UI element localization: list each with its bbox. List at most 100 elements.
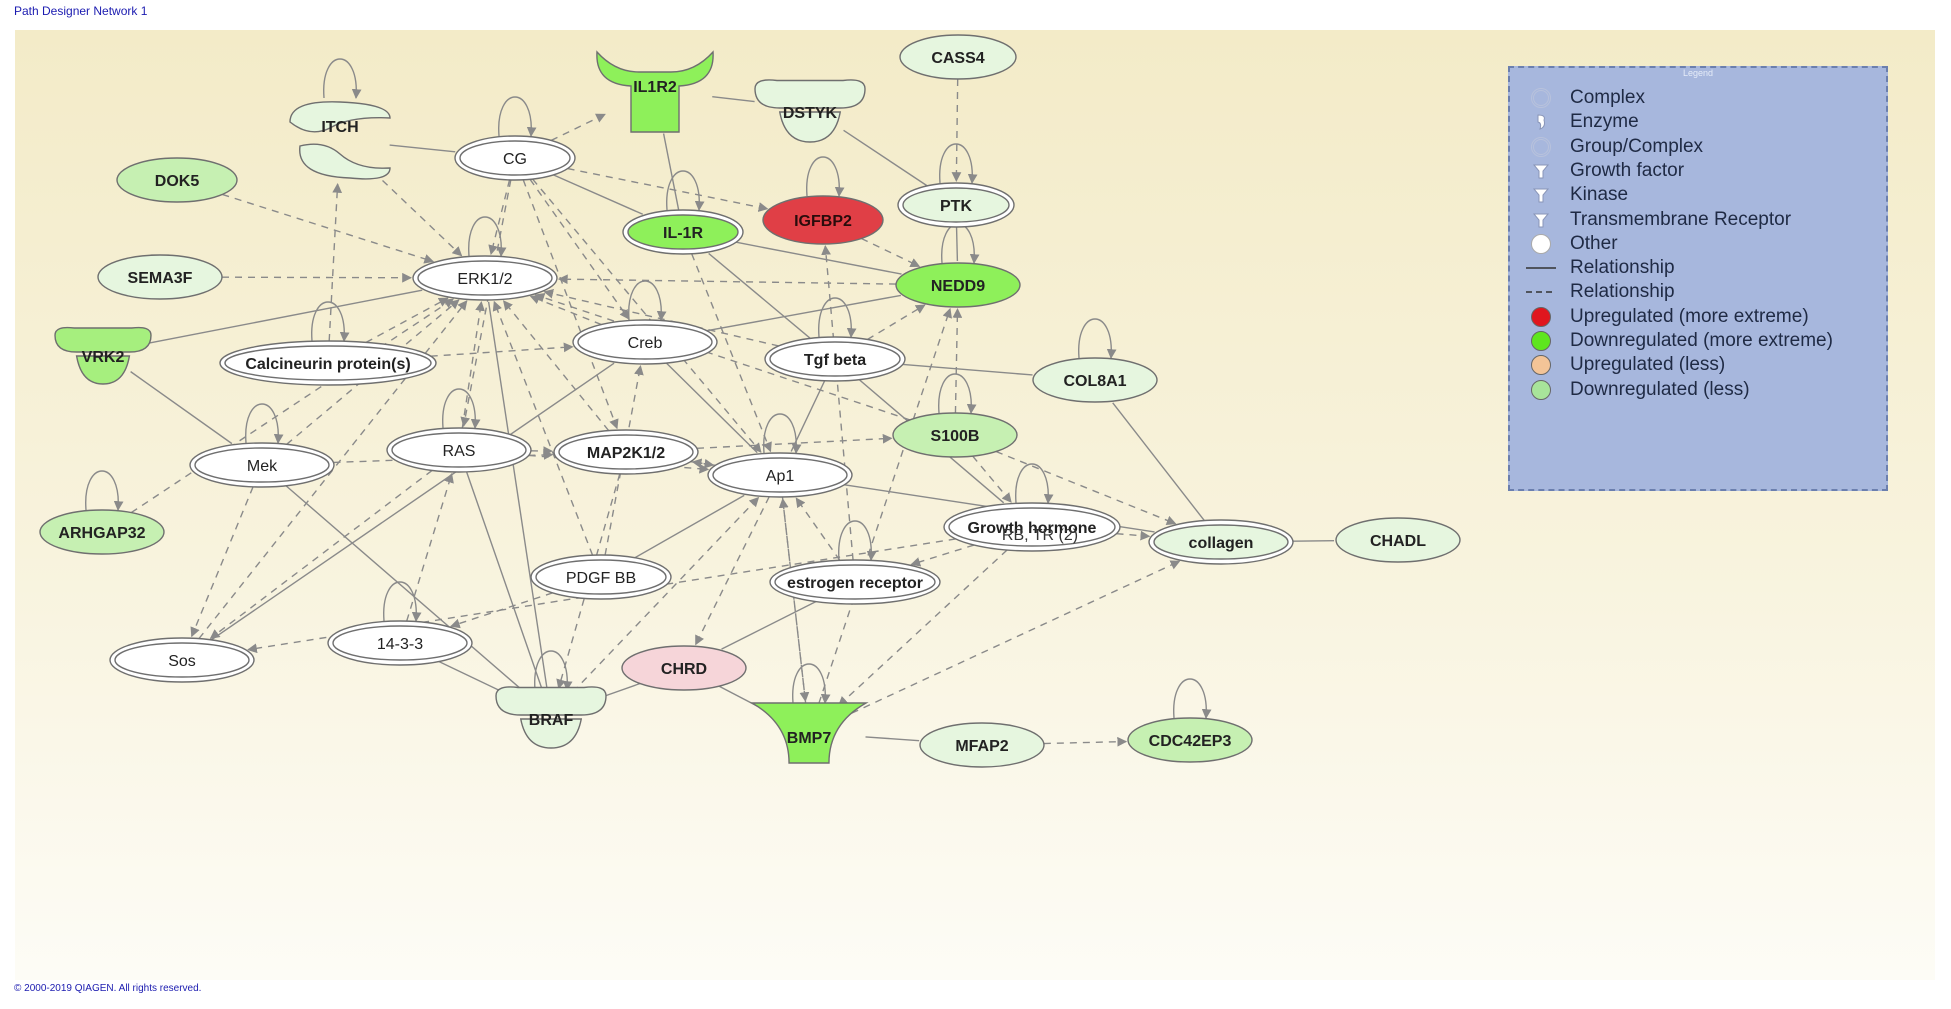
node-ap1[interactable]: Ap1 xyxy=(707,452,853,498)
edge-estrogen-igfbp2 xyxy=(821,245,854,561)
growth-factor-icon xyxy=(1524,159,1558,183)
legend-item-label: Relationship xyxy=(1570,281,1675,303)
legend-item: Relationship xyxy=(1524,254,1884,282)
node-label-collagen: collagen xyxy=(1189,535,1254,552)
legend-item: Group/Complex xyxy=(1524,133,1884,161)
node-creb[interactable]: Creb xyxy=(572,319,718,365)
legend-item-label: Group/Complex xyxy=(1570,135,1704,157)
edge-braf-ap1 xyxy=(572,496,760,693)
node-chadl[interactable]: CHADL xyxy=(1335,517,1461,563)
edge-calcineurin-itch xyxy=(328,182,343,342)
edge-ap1-map2k12 xyxy=(691,458,716,469)
node-label-cass4: CASS4 xyxy=(931,50,984,67)
edge-self-creb xyxy=(628,280,667,321)
edge-creb-ap1 xyxy=(665,362,758,454)
node-estrogen[interactable]: estrogen receptor xyxy=(769,559,941,605)
node-nedd9[interactable]: NEDD9 xyxy=(895,262,1021,308)
edge-bmp7-collagen xyxy=(851,560,1181,714)
node-label-il1r: IL-1R xyxy=(663,225,703,242)
complex-icon xyxy=(1524,86,1558,110)
node-col8a1[interactable]: COL8A1 xyxy=(1032,357,1158,403)
node-sema3f[interactable]: SEMA3F xyxy=(97,254,223,300)
legend-item-label: Relationship xyxy=(1570,257,1675,279)
node-label-map2k12: MAP2K1/2 xyxy=(587,445,665,462)
node-mek[interactable]: Mek xyxy=(189,442,335,488)
legend-item: Growth factor xyxy=(1524,157,1884,185)
node-bmp7[interactable]: BMP7 xyxy=(749,702,869,764)
edge-cg-ras xyxy=(460,179,512,428)
node-pdgfbb[interactable]: PDGF BB xyxy=(530,554,672,600)
edge-self-calcineurin xyxy=(311,301,350,342)
node-il1r2[interactable]: IL1R2 xyxy=(596,50,714,133)
node-s100b[interactable]: S100B xyxy=(892,412,1018,458)
node-label-chadl: CHADL xyxy=(1370,533,1426,550)
edge-self-ap1 xyxy=(763,413,802,454)
edge-mfap2-cdc42ep3 xyxy=(1043,736,1128,747)
node-dok5[interactable]: DOK5 xyxy=(116,157,238,203)
node-itch[interactable]: ITCH xyxy=(289,101,391,180)
node-label-cg: CG xyxy=(503,151,527,168)
node-label-igfbp2: IGFBP2 xyxy=(794,213,852,230)
node-cass4[interactable]: CASS4 xyxy=(899,34,1017,80)
legend-item: Downregulated (more extreme) xyxy=(1524,327,1884,355)
node-cdc42ep3[interactable]: CDC42EP3 xyxy=(1127,717,1253,763)
legend-item: Other xyxy=(1524,230,1884,258)
node-erk12[interactable]: ERK1/2 xyxy=(412,255,558,301)
group-complex-icon xyxy=(1524,135,1558,159)
node-vrk2[interactable]: VRK2 xyxy=(54,326,152,385)
node-map2k12[interactable]: MAP2K1/2 xyxy=(553,429,699,475)
node-label-cdc42ep3: CDC42EP3 xyxy=(1149,733,1232,750)
dashed-line-icon xyxy=(1524,280,1558,304)
edge-self-col8a1 xyxy=(1078,318,1117,359)
edge-calcineurin-erk12 xyxy=(365,297,449,344)
node-dstyk[interactable]: DSTYK xyxy=(754,79,866,143)
copyright-text: © 2000-2019 QIAGEN. All rights reserved. xyxy=(14,983,202,994)
edge-mek-erk12 xyxy=(286,299,460,445)
edge-label-rb-tr: RB, TR (2) xyxy=(1002,527,1078,544)
legend-item-label: Upregulated (less) xyxy=(1570,354,1726,376)
node-braf[interactable]: BRAF xyxy=(495,686,607,749)
node-mfap2[interactable]: MFAP2 xyxy=(919,722,1045,768)
legend-item: Kinase xyxy=(1524,181,1884,209)
node-label-braf: BRAF xyxy=(529,712,574,729)
edge-self-p1433 xyxy=(383,581,422,622)
node-ptk[interactable]: PTK xyxy=(897,182,1015,228)
edge-sema3f-erk12 xyxy=(221,272,412,283)
node-cg[interactable]: CG xyxy=(454,135,576,181)
node-igfbp2[interactable]: IGFBP2 xyxy=(762,195,884,245)
node-calcineurin[interactable]: Calcineurin protein(s) xyxy=(219,340,437,386)
edge-tgfbeta-erk12 xyxy=(543,288,779,347)
node-ras[interactable]: RAS xyxy=(386,427,532,473)
node-label-nedd9: NEDD9 xyxy=(931,278,985,295)
node-label-growthhormone: Growth hormone xyxy=(968,520,1097,537)
legend-item: Downregulated (less) xyxy=(1524,376,1884,404)
node-p1433[interactable]: 14-3-3 xyxy=(327,620,473,666)
edge-self-tgfbeta xyxy=(818,297,857,338)
page-title: Path Designer Network 1 xyxy=(14,4,148,18)
edge-collagen-col8a1 xyxy=(1112,402,1205,522)
node-sos[interactable]: Sos xyxy=(109,637,255,683)
node-collagen[interactable]: collagen xyxy=(1148,519,1294,565)
node-arhgap32[interactable]: ARHGAP32 xyxy=(39,509,165,555)
edge-self-s100b xyxy=(938,373,977,414)
edge-cg-il1r2 xyxy=(550,113,606,142)
edge-self-arhgap32 xyxy=(85,470,124,511)
node-growthhormone[interactable]: Growth hormone xyxy=(943,502,1121,552)
node-il1r[interactable]: IL-1R xyxy=(622,209,744,255)
legend-item-label: Growth factor xyxy=(1570,159,1685,181)
edge-self-growthhormone xyxy=(1015,463,1054,504)
edge-mek-braf xyxy=(285,485,525,693)
edge-map2k12-s100b xyxy=(696,433,893,450)
edge-self-braf xyxy=(534,650,573,691)
node-tgfbeta[interactable]: Tgf beta xyxy=(764,336,906,382)
edge-tgfbeta-col8a1 xyxy=(902,363,1033,376)
node-chrd[interactable]: CHRD xyxy=(621,645,747,691)
node-label-tgfbeta: Tgf beta xyxy=(804,352,866,369)
transmembrane-receptor-icon xyxy=(1524,208,1558,232)
edge-estrogen-chrd xyxy=(721,600,817,650)
edge-bmp7-ap1 xyxy=(778,498,807,704)
edge-creb-nedd9 xyxy=(706,294,901,332)
edge-self-erk12 xyxy=(468,216,507,257)
